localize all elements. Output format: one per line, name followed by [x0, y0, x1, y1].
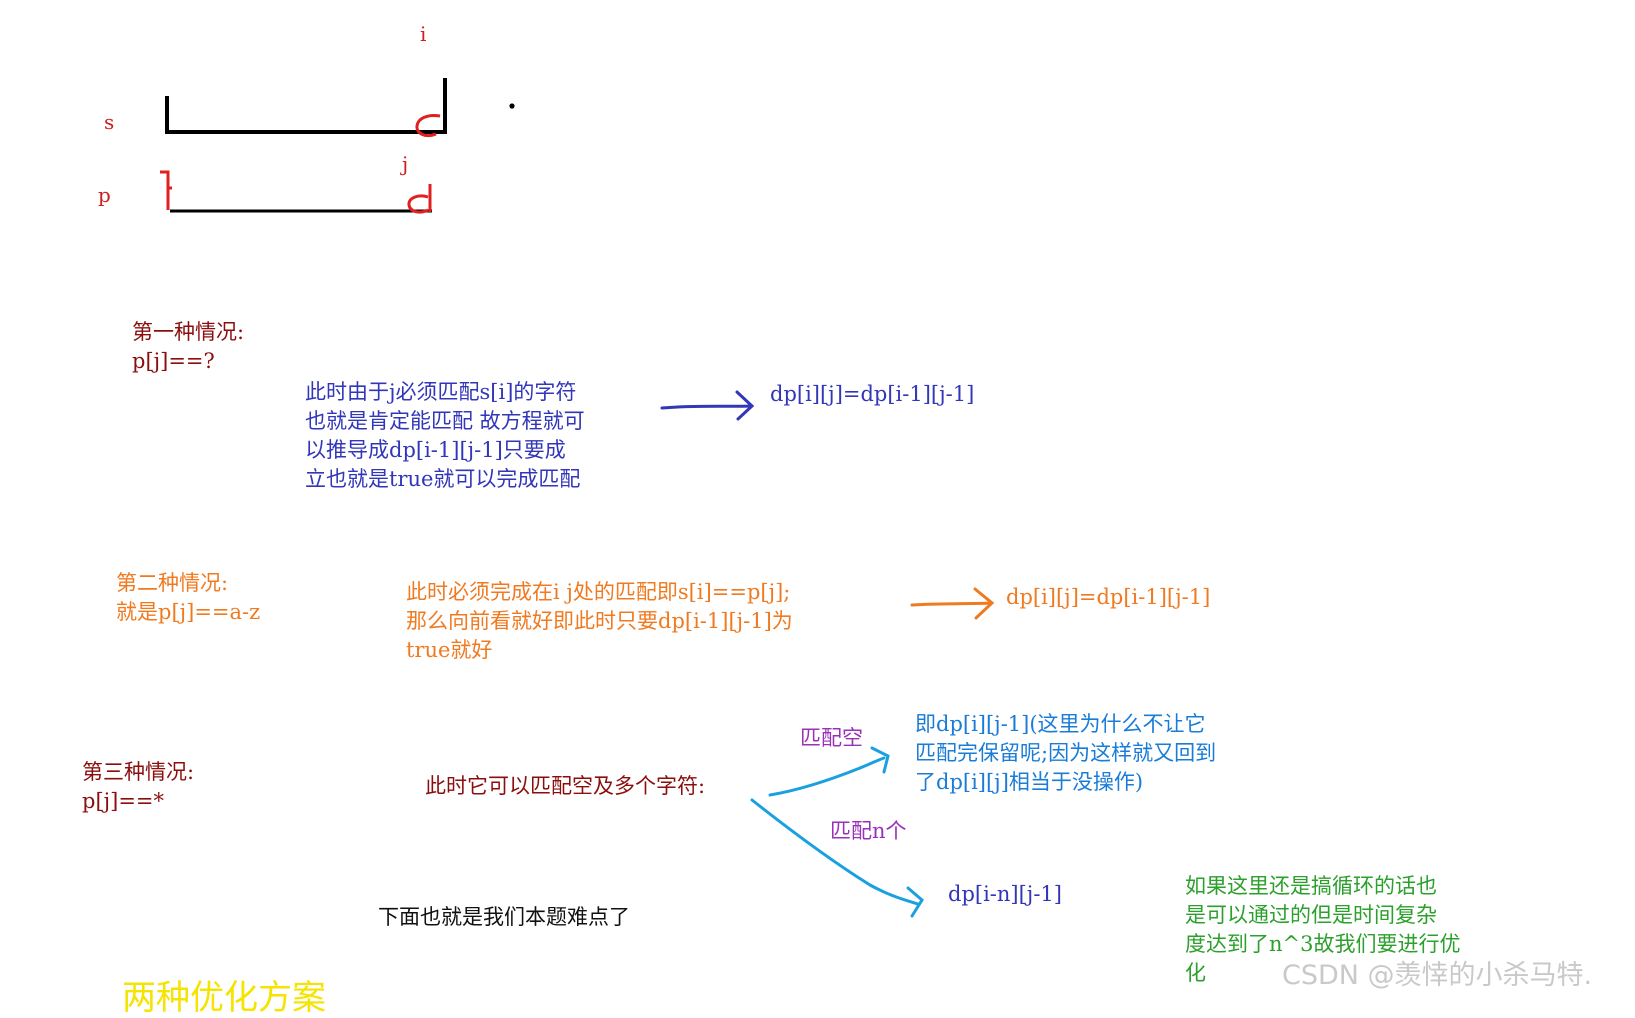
next-section-title: 两种优化方案	[122, 978, 326, 1018]
case1-explanation-line-1: 此时由于j必须匹配s[i]的字符	[305, 380, 577, 404]
case3-branch-n-label: 匹配n个	[830, 819, 907, 843]
case1-title: 第一种情况:	[132, 320, 245, 344]
case2-explanation-line-1: 此时必须完成在i j处的匹配即s[i]==p[j];	[406, 580, 791, 604]
p-end-mark	[407, 184, 432, 214]
p-start-mark	[160, 170, 172, 210]
case2-explanation-line-3: true就好	[406, 638, 493, 662]
label-p: p	[98, 183, 111, 207]
case2-formula: dp[i][j]=dp[i-1][j-1]	[1006, 585, 1211, 609]
case3-branch-empty-label: 匹配空	[800, 726, 863, 750]
dot	[509, 103, 515, 109]
label-i: i	[420, 22, 427, 46]
case2-condition: 就是p[j]==a-z	[116, 600, 261, 624]
case1-condition: p[j]==?	[132, 349, 215, 373]
case3-branch-empty-result-line-2: 匹配完保留呢;因为这样就又回到	[915, 741, 1217, 765]
case3-explanation: 此时它可以匹配空及多个字符:	[425, 774, 706, 798]
case3-branch-empty-result-line-1: 即dp[i][j-1](这里为什么不让它	[915, 712, 1206, 736]
csdn-watermark: CSDN @羡悻的小杀马特.	[1282, 960, 1593, 991]
s-end-mark	[415, 114, 441, 138]
case1-explanation-line-3: 以推导成dp[i-1][j-1]只要成	[305, 438, 566, 462]
loop-note-line-2: 是可以通过的但是时间复杂	[1185, 903, 1437, 927]
case3-condition: p[j]==*	[82, 789, 165, 813]
loop-note-line-3: 度达到了n^3故我们要进行优	[1185, 932, 1461, 956]
branch-empty-arrow	[768, 746, 890, 797]
case2-explanation-line-2: 那么向前看就好即此时只要dp[i-1][j-1]为	[406, 609, 793, 633]
loop-note-line-1: 如果这里还是搞循环的话也	[1185, 874, 1437, 898]
branch-n-arrow	[750, 798, 924, 918]
case1-formula: dp[i][j]=dp[i-1][j-1]	[770, 382, 975, 406]
s-string-line	[165, 78, 447, 134]
label-s: s	[104, 110, 115, 134]
loop-note-line-4: 化	[1185, 961, 1206, 985]
case2-title: 第二种情况:	[116, 571, 229, 595]
case2-arrow	[910, 587, 995, 620]
case1-arrow	[660, 390, 755, 421]
difficulty-note: 下面也就是我们本题难点了	[378, 905, 630, 929]
case1-explanation-line-2: 也就是肯定能匹配 故方程就可	[305, 409, 585, 433]
case1-explanation-line-4: 立也就是true就可以完成匹配	[305, 467, 581, 491]
label-j: j	[402, 152, 409, 176]
case3-branch-empty-result-line-3: 了dp[i][j]相当于没操作)	[915, 770, 1144, 794]
case3-title: 第三种情况:	[82, 760, 195, 784]
case3-branch-n-result: dp[i-n][j-1]	[948, 882, 1062, 906]
